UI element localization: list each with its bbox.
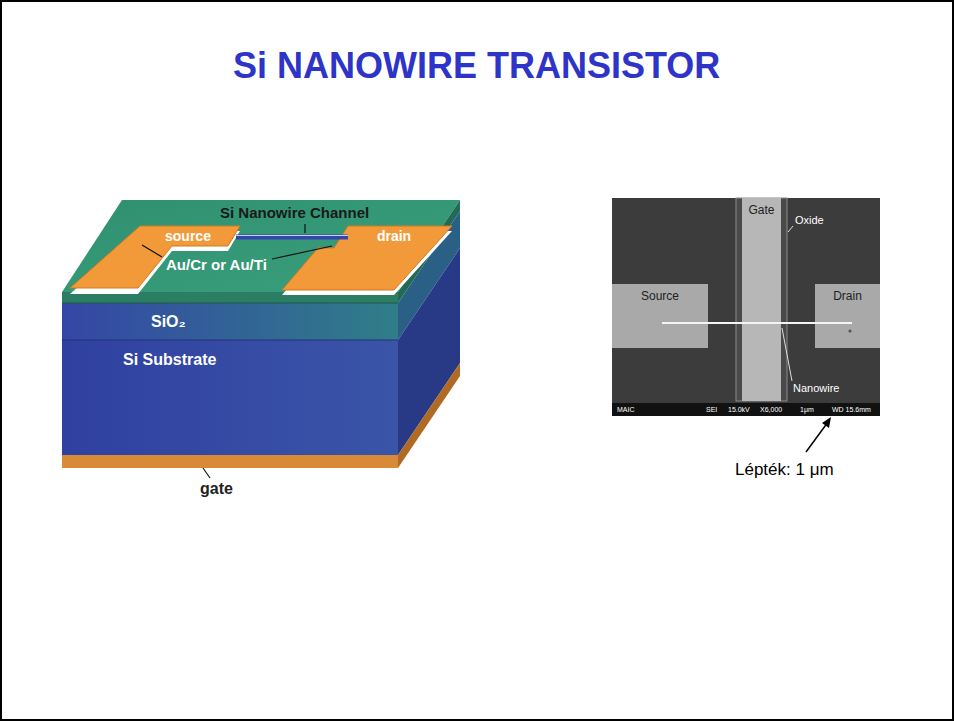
side-face bbox=[398, 363, 460, 468]
pointer-arrow bbox=[806, 422, 828, 452]
node-label: drain bbox=[356, 228, 432, 244]
nanowire-highlight bbox=[236, 235, 348, 236]
scale-note: Lépték: 1 μm bbox=[735, 460, 834, 480]
sem-info: 15.0kV bbox=[728, 406, 750, 414]
leader-line bbox=[203, 468, 210, 478]
part-label: gate bbox=[200, 480, 233, 498]
node-label: Source bbox=[612, 290, 708, 304]
material-label: Au/Cr or Au/Ti bbox=[166, 256, 267, 273]
gate-layer bbox=[62, 455, 398, 468]
sem-label: Oxide bbox=[795, 214, 824, 227]
source-pad: source bbox=[150, 228, 226, 247]
sem-info-bar bbox=[612, 403, 880, 416]
sem-info: SEI bbox=[706, 406, 717, 414]
leader-line bbox=[272, 246, 332, 259]
slide-title: Si NANOWIRE TRANSISTOR bbox=[233, 45, 720, 86]
node-label: Drain bbox=[815, 290, 880, 304]
leader-line bbox=[304, 224, 305, 233]
sem-info: X6,000 bbox=[760, 406, 782, 414]
layer-line bbox=[62, 340, 398, 341]
leader-line bbox=[142, 245, 162, 257]
sem-source-pad: Source bbox=[612, 284, 708, 348]
leader-line bbox=[782, 328, 792, 381]
sem-label: Nanowire bbox=[793, 382, 839, 395]
layer-label: SiO₂ bbox=[151, 313, 186, 331]
node-label: Gate bbox=[742, 204, 781, 218]
layer-label: Si Substrate bbox=[123, 351, 216, 369]
sem-drain-pad: Drain bbox=[815, 284, 880, 348]
sem-gate-pad: Gate bbox=[742, 198, 781, 401]
drain-pad: drain bbox=[356, 228, 432, 247]
scale-bar-label: 1μm bbox=[800, 406, 814, 414]
part-label: Si Nanowire Channel bbox=[220, 204, 369, 221]
leader-line bbox=[788, 226, 793, 232]
nanowire bbox=[236, 235, 348, 240]
top-face bbox=[62, 200, 460, 292]
node-label: source bbox=[150, 228, 226, 244]
arrow-head bbox=[822, 417, 831, 428]
substrate-layer bbox=[62, 340, 398, 455]
oxide-layer bbox=[62, 303, 398, 340]
layer-line bbox=[62, 303, 398, 304]
sem-image bbox=[612, 198, 880, 416]
sem-info: WD 15.6mm bbox=[832, 406, 871, 414]
sem-info: MAIC bbox=[617, 406, 635, 414]
oxide-outline bbox=[736, 198, 787, 401]
